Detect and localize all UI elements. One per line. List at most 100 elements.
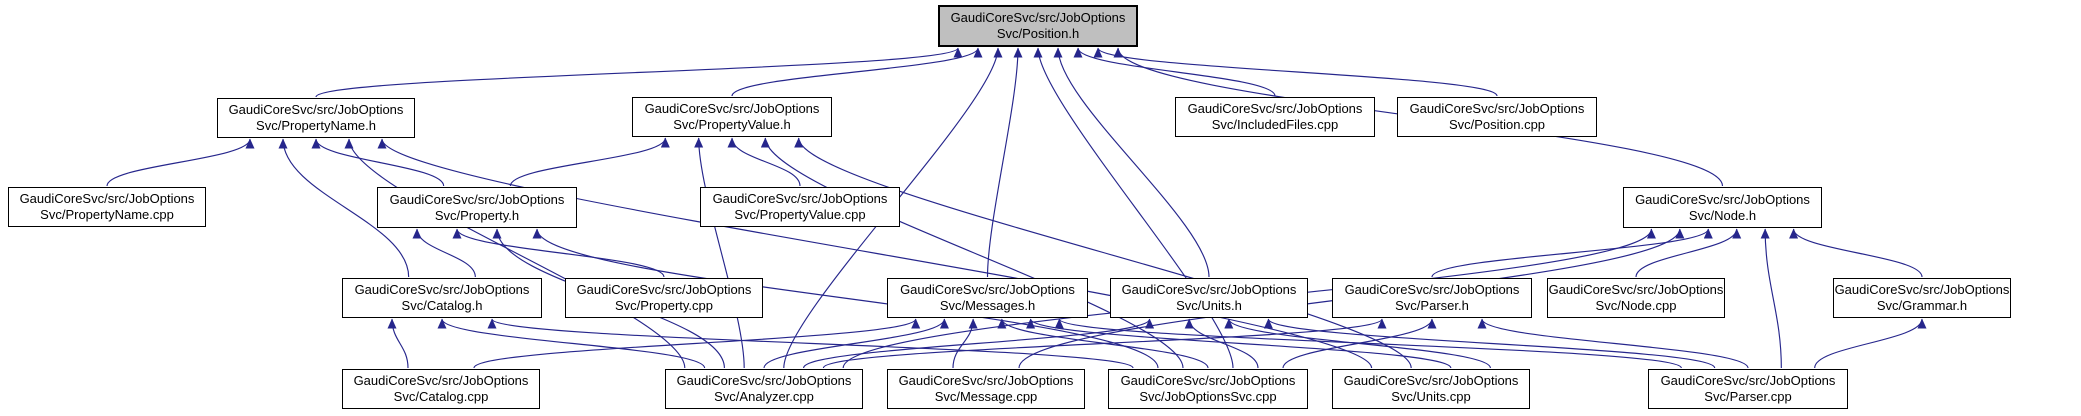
node-label-line1: GaudiCoreSvc/src/JobOptions xyxy=(576,282,752,297)
include-edge-analyzer_cpp-to-parser_h xyxy=(822,318,1387,369)
node-label-line2: Svc/PropertyValue.cpp xyxy=(734,207,866,222)
node-label-line1: GaudiCoreSvc/src/JobOptions xyxy=(898,373,1074,388)
node-label-line1: GaudiCoreSvc/src/JobOptions xyxy=(1409,101,1585,116)
node-label-line1: GaudiCoreSvc/src/JobOptions xyxy=(900,282,1075,297)
node-label-line1: GaudiCoreSvc/src/JobOptions xyxy=(712,191,888,206)
node-label-line2: Svc/Units.h xyxy=(1176,298,1242,313)
node-label-line2: Svc/JobOptionsSvc.cpp xyxy=(1139,389,1277,404)
node-label-line2: Svc/Message.cpp xyxy=(934,389,1038,404)
node-label-line2: Svc/Property.h xyxy=(434,207,520,223)
include-edge-messages_h-to-position_h xyxy=(986,47,1023,278)
include-edge-units_h-to-position_h xyxy=(1053,47,1210,278)
node-label-line2: Svc/Property.cpp xyxy=(614,298,714,313)
include-edge-analyzer_cpp-to-catalog_h xyxy=(437,318,706,369)
node-label-line1: GaudiCoreSvc/src/JobOptions xyxy=(354,282,530,297)
include-edge-joboptionssvc_cpp-to-catalog_h xyxy=(487,318,1134,369)
node-label-line1: GaudiCoreSvc/src/JobOptions xyxy=(1344,282,1520,297)
include-edge-property_cpp-to-property_h xyxy=(452,228,665,278)
include-edge-units_cpp-to-propertyvalue_h xyxy=(794,137,1412,369)
include-edge-analyzer_cpp-to-propertyname_h xyxy=(344,138,686,369)
include-edge-analyzer_cpp-to-messages_h xyxy=(763,318,949,369)
node-label-line2: Svc/Position.cpp xyxy=(1448,117,1546,132)
node-label-line1: GaudiCoreSvc/src/JobOptions xyxy=(19,191,195,206)
node-label-line1: GaudiCoreSvc/src/JobOptions xyxy=(1187,101,1363,116)
node-label-line2: Svc/Node.h xyxy=(1688,207,1757,223)
include-edge-parser_cpp-to-messages_h xyxy=(1055,318,1682,369)
include-edge-propertyname_cpp-to-propertyname_h xyxy=(106,138,255,187)
node-label-line2: Svc/PropertyValue.h xyxy=(673,117,791,132)
include-edge-parser_cpp-to-node_h xyxy=(1760,228,1782,369)
include-edge-joboptionssvc_cpp-to-parser_h xyxy=(1282,318,1437,369)
node-label-line1: GaudiCoreSvc/src/JobOptions xyxy=(676,373,852,388)
include-edge-joboptionssvc_cpp-to-units_h xyxy=(1184,318,1259,369)
node-label-line2: Svc/Node.cpp xyxy=(1595,298,1677,313)
include-edge-propertyvalue_cpp-to-propertyvalue_h xyxy=(727,137,801,187)
node-label-line2: Svc/Parser.h xyxy=(1395,298,1469,313)
node-label-line2: Svc/Parser.cpp xyxy=(1704,389,1792,404)
node-label-line1: GaudiCoreSvc/src/JobOptions xyxy=(644,101,820,116)
include-edge-joboptionssvc_cpp-to-propertyvalue_h xyxy=(760,137,1184,369)
include-edge-catalog_h-to-propertyname_h xyxy=(278,138,410,278)
node-label-line2: Svc/PropertyName.cpp xyxy=(40,207,174,222)
node-label-line2: Svc/Units.cpp xyxy=(1391,389,1471,404)
include-edge-parser_cpp-to-units_h xyxy=(1264,318,1716,369)
node-label-line1: GaudiCoreSvc/src/JobOptions xyxy=(353,373,529,388)
include-edge-catalog_cpp-to-messages_h xyxy=(473,318,921,369)
include-edge-propertyvalue_h-to-position_h xyxy=(731,47,983,97)
node-label-line1: GaudiCoreSvc/src/JobOptions xyxy=(1343,373,1519,388)
include-edge-units_cpp-to-propertyname_h xyxy=(377,138,1373,369)
node-label-line1: GaudiCoreSvc/src/JobOptions xyxy=(228,102,404,117)
node-label-line2: Svc/Grammar.h xyxy=(1876,298,1968,313)
node-label-line2: Svc/Catalog.cpp xyxy=(393,389,489,404)
node-label-line1: GaudiCoreSvc/src/JobOptions xyxy=(1121,282,1297,297)
node-label-line1: GaudiCoreSvc/src/JobOptions xyxy=(950,10,1126,25)
node-label-line1: GaudiCoreSvc/src/JobOptions xyxy=(1635,191,1810,207)
include-edge-node_cpp-to-node_h xyxy=(1635,228,1742,278)
node-label-line2: Svc/Catalog.h xyxy=(401,298,483,313)
node-label-line2: Svc/PropertyName.h xyxy=(256,118,376,133)
include-edge-catalog_cpp-to-catalog_h xyxy=(387,318,409,369)
include-edge-parser_h-to-node_h xyxy=(1431,228,1713,278)
node-label-line1: GaudiCoreSvc/src/JobOptions xyxy=(1834,282,2010,297)
node-label-line1: GaudiCoreSvc/src/JobOptions xyxy=(1120,373,1296,388)
node-label-line2: Svc/Position.h xyxy=(996,26,1080,41)
node-label-line2: Svc/IncludedFiles.cpp xyxy=(1211,117,1339,132)
include-edge-property_h-to-propertyname_h xyxy=(311,138,445,187)
node-label-line1: GaudiCoreSvc/src/JobOptions xyxy=(389,191,565,207)
node-label-line1: GaudiCoreSvc/src/JobOptions xyxy=(1548,282,1724,297)
node-label-line1: GaudiCoreSvc/src/JobOptions xyxy=(1660,373,1836,388)
node-label-line2: Svc/Analyzer.cpp xyxy=(714,389,814,404)
node-label-line2: Svc/Messages.h xyxy=(939,298,1036,313)
include-edge-analyzer_cpp-to-units_h xyxy=(803,318,1154,369)
include-edge-parser_cpp-to-parser_h xyxy=(1477,318,1749,369)
include-edge-units_cpp-to-messages_h xyxy=(1026,318,1452,369)
include-edge-joboptionssvc_cpp-to-position_h xyxy=(1033,47,1234,369)
include-edge-property_h-to-propertyvalue_h xyxy=(509,137,670,187)
include-edge-propertyname_h-to-position_h xyxy=(315,47,963,98)
include-edge-includedfiles_cpp-to-position_h xyxy=(1073,47,1276,97)
include-edge-analyzer_cpp-to-propertyvalue_h xyxy=(694,137,745,369)
